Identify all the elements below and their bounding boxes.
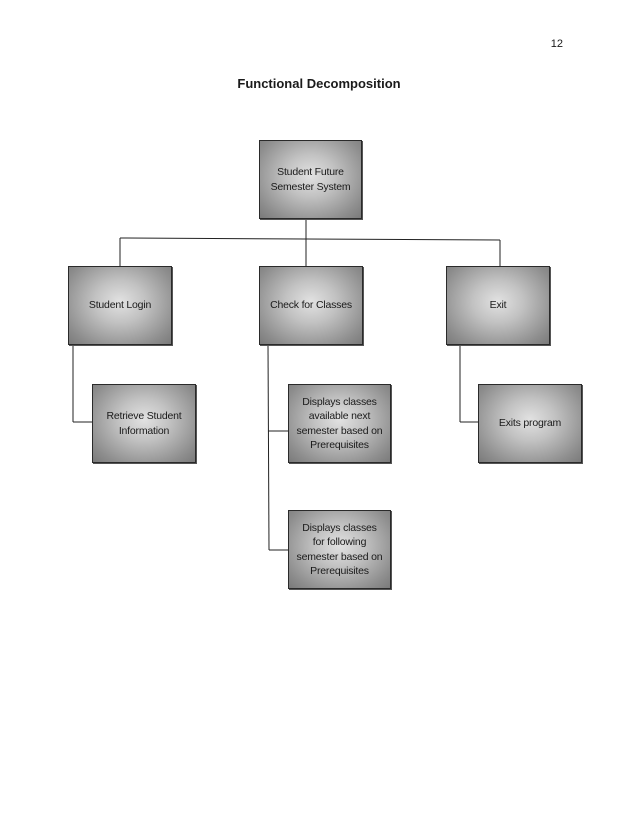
- node-displays-next-semester: Displays classes available next semester…: [288, 384, 391, 463]
- page-number: 12: [550, 38, 563, 50]
- page-title: Functional Decomposition: [237, 76, 401, 91]
- node-displays-following-label: Displays classes for following semester …: [296, 521, 383, 578]
- node-check-for-classes: Check for Classes: [259, 266, 363, 345]
- node-displays-following-semester: Displays classes for following semester …: [288, 510, 391, 589]
- node-exits-program-label: Exits program: [498, 417, 562, 430]
- node-retrieve-student-information: Retrieve Student Information: [92, 384, 196, 463]
- node-exit-label: Exit: [489, 299, 507, 312]
- connector-top-bar: [119, 237, 501, 241]
- node-displays-next-label: Displays classes available next semester…: [296, 395, 383, 452]
- node-exit: Exit: [446, 266, 550, 345]
- node-student-login: Student Login: [68, 266, 172, 345]
- connector-check-vertical: [267, 344, 270, 551]
- node-root-label: Student Future Semester System: [270, 166, 351, 193]
- node-student-login-label: Student Login: [88, 299, 152, 312]
- node-root: Student Future Semester System: [259, 140, 362, 219]
- node-retrieve-label: Retrieve Student Information: [106, 410, 182, 437]
- node-check-for-classes-label: Check for Classes: [270, 299, 352, 312]
- node-exits-program: Exits program: [478, 384, 582, 463]
